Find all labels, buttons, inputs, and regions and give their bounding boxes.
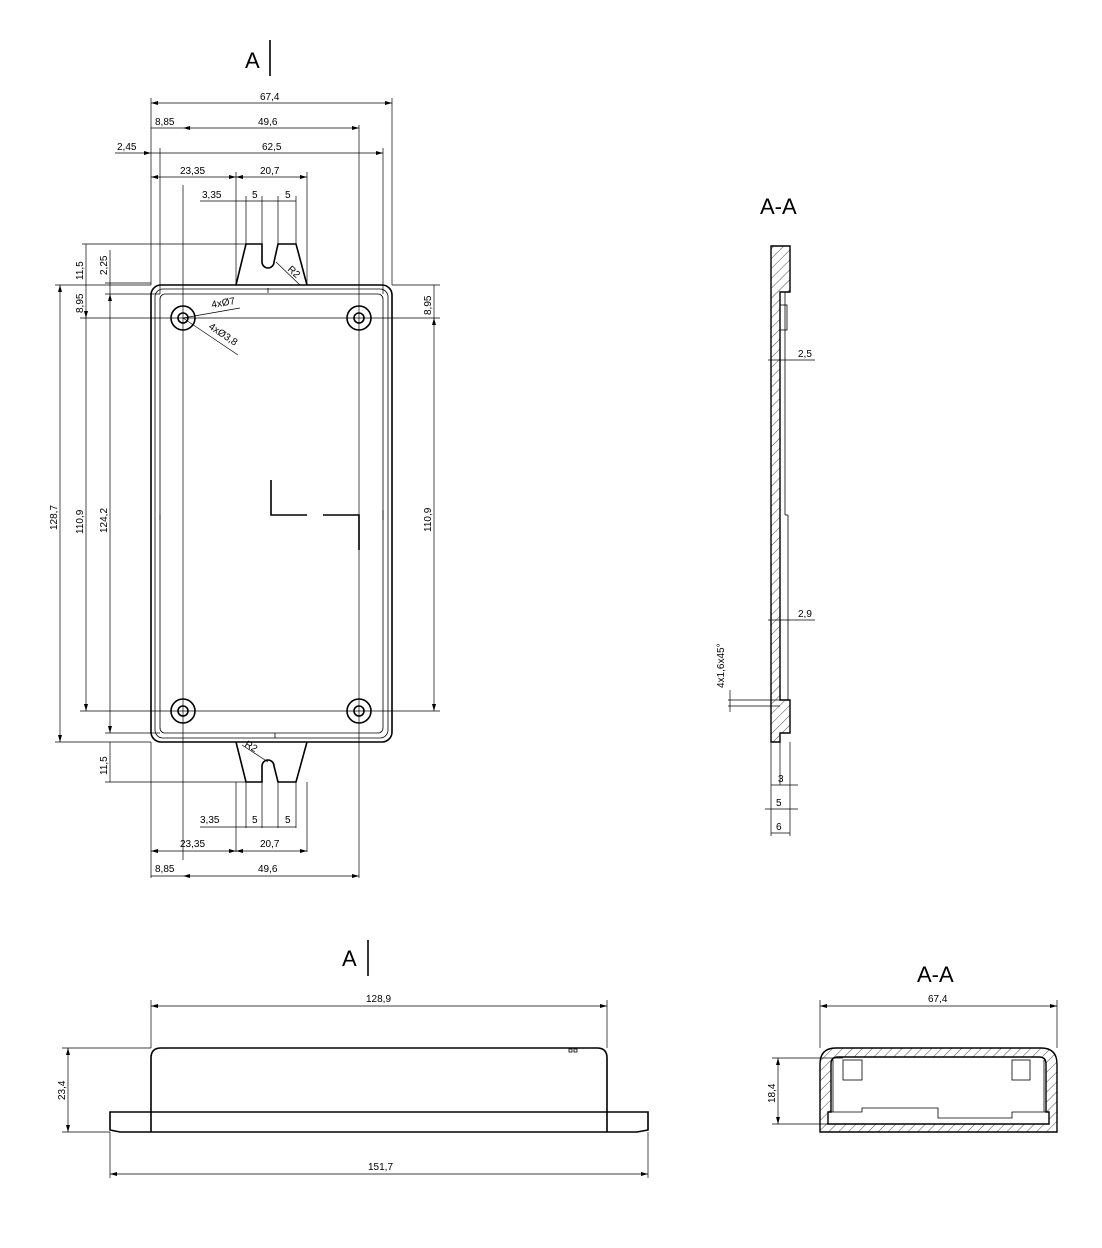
enclosure-inner-outline xyxy=(154,288,389,739)
dim-wall-bottom-text: 2,9 xyxy=(798,609,812,620)
dim-flange-length-text: 151,7 xyxy=(368,1162,393,1173)
dim-hole-spacing-y-text: 110,9 xyxy=(75,509,86,534)
dim-slot-w2-text: 5 xyxy=(285,190,291,201)
dim-hole-offset-y-text: 8,95 xyxy=(75,293,86,313)
enclosure-outline xyxy=(150,284,393,743)
dim-bottom-tab-offset-text: 23,35 xyxy=(180,839,205,850)
callout-hole-outer: 4xØ7 xyxy=(211,296,237,311)
end-wall-section xyxy=(819,1047,1058,1133)
section-label-end: A-A xyxy=(917,962,954,987)
front-flange-outline xyxy=(109,1111,649,1133)
front-body-outline xyxy=(150,1047,608,1132)
dim-bottom-tab-width-text: 20,7 xyxy=(260,839,280,850)
dim-bottom-hole-spacing-x-text: 49,6 xyxy=(258,864,278,875)
dim-d5-text: 5 xyxy=(776,798,782,809)
dim-body-length-text: 128,9 xyxy=(366,994,391,1005)
dim-bottom-slot-w1-text: 5 xyxy=(252,815,258,826)
section-marker-top: A xyxy=(245,48,260,73)
top-view: A xyxy=(49,40,440,878)
dim-end-width-text: 67,4 xyxy=(928,994,948,1005)
dim-bottom-slot-offset-text: 3,35 xyxy=(200,815,220,826)
dim-hole-spacing-x-text: 49,6 xyxy=(258,117,278,128)
mounting-tab-top xyxy=(235,243,308,286)
section-label-side: A-A xyxy=(760,194,797,219)
side-wall-section xyxy=(770,245,791,743)
end-lid-profile xyxy=(828,1107,1049,1119)
dim-chamfer-text: 4x1,6x45° xyxy=(716,643,727,688)
dim-d6-text: 6 xyxy=(776,822,782,833)
section-marker-bottom: A xyxy=(342,946,357,971)
end-boss-left xyxy=(842,1059,863,1081)
dim-hole-spacing-y-right-text: 110,9 xyxy=(423,507,434,532)
dim-end-height-text: 18,4 xyxy=(767,1083,778,1103)
dim-bottom-tab-height-text: 11,5 xyxy=(99,756,110,775)
dim-d3-text: 3 xyxy=(778,774,784,785)
front-view: A 128,9 23,4 151,7 xyxy=(57,940,649,1178)
dim-hole-offset-x-text: 8,85 xyxy=(155,117,175,128)
dim-inner-width-text: 62,5 xyxy=(262,142,282,153)
leader-hole-outer xyxy=(182,307,241,319)
mounting-tab-bottom xyxy=(235,741,308,783)
dim-tab-offset-text: 23,35 xyxy=(180,166,205,177)
leader-hole-inner xyxy=(182,317,239,356)
side-boss-top xyxy=(779,304,788,331)
dim-wall-top-text: 2,5 xyxy=(798,349,812,360)
dim-inner-length-text: 124,2 xyxy=(99,508,110,533)
centre-mark-right xyxy=(323,514,360,550)
dim-hole-offset-y-right-text: 8,95 xyxy=(423,295,434,315)
dim-total-length-text: 128,7 xyxy=(49,505,60,530)
dim-total-width-text: 67,4 xyxy=(260,92,280,103)
dim-wall-offset-text: 2,45 xyxy=(117,142,137,153)
dim-tab-height-text: 11,5 xyxy=(75,261,86,280)
side-section: A-A 2,5 2,9 4x1,6x45° 3 5 6 xyxy=(716,194,815,836)
dim-height-text: 23,4 xyxy=(57,1080,68,1100)
end-section: A-A 67,4 18,4 xyxy=(767,962,1058,1133)
leader-radius-bottom xyxy=(241,744,269,763)
dim-bottom-hole-offset-x-text: 8,85 xyxy=(155,864,175,875)
centre-mark-left xyxy=(270,480,307,516)
end-boss-right xyxy=(1011,1059,1031,1081)
dim-tab-width-text: 20,7 xyxy=(260,166,280,177)
dim-tab-step-text: 2,25 xyxy=(99,255,110,275)
callout-radius-top: R2 xyxy=(285,264,302,281)
leader-radius-top xyxy=(275,261,301,286)
dim-slot-w1-text: 5 xyxy=(252,190,258,201)
dim-bottom-slot-w2-text: 5 xyxy=(285,815,291,826)
dim-slot-offset-text: 3,35 xyxy=(202,190,222,201)
